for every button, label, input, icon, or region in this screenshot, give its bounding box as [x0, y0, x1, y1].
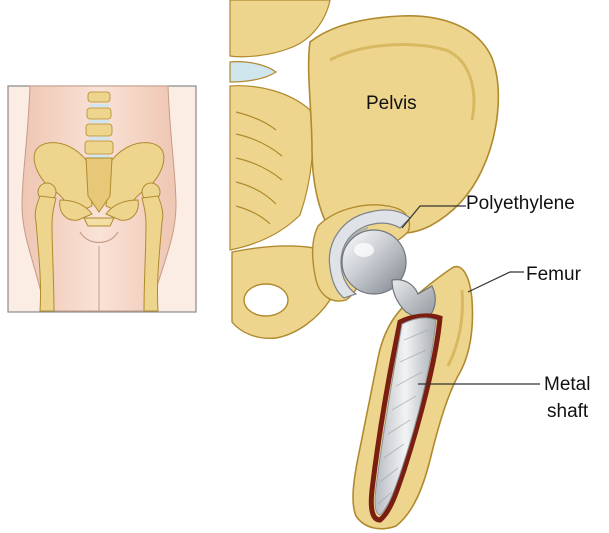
label-pelvis: Pelvis — [366, 93, 417, 114]
label-femur: Femur — [526, 264, 582, 285]
label-metal-shaft-line2: shaft — [547, 401, 589, 422]
inset-spine — [85, 92, 113, 158]
label-metal-shaft-line1: Metal — [544, 374, 590, 395]
pelvis-overview-inset — [8, 86, 196, 312]
obturator-foramen — [244, 284, 288, 316]
label-polyethylene: Polyethylene — [466, 193, 575, 214]
leader-femur — [468, 272, 524, 292]
hip-joint-illustration — [230, 0, 498, 529]
